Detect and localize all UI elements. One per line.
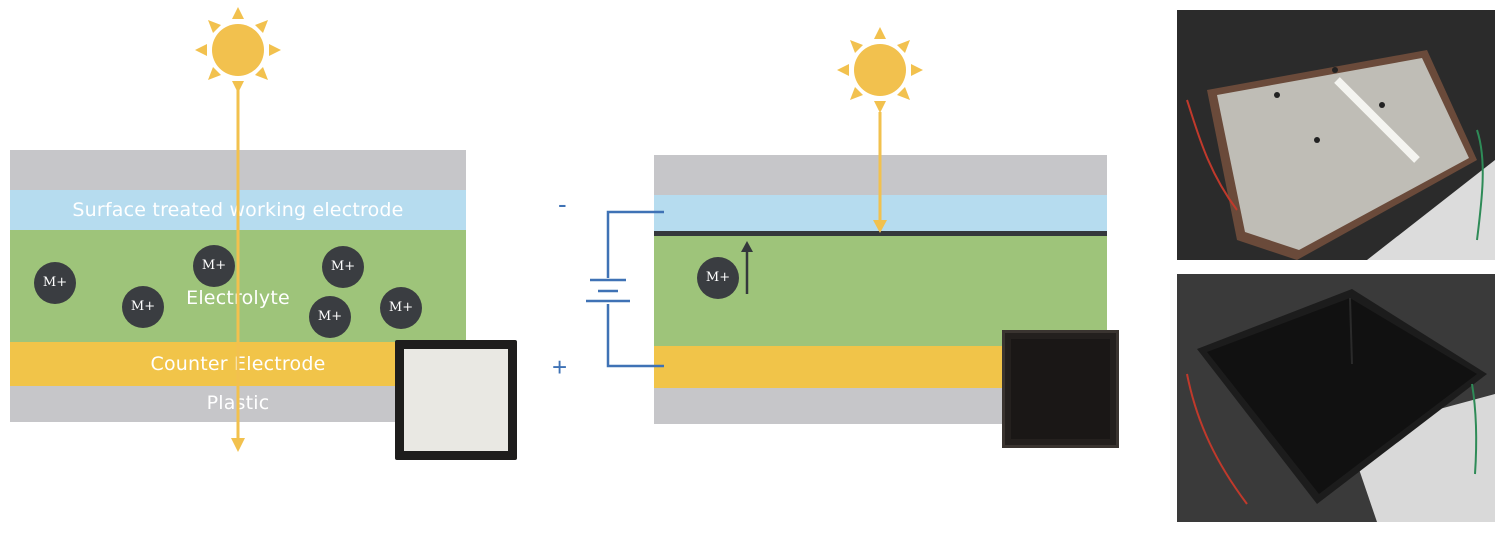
plus-sign: + (552, 352, 568, 382)
device-clear-photo (395, 340, 517, 460)
colored-film-layer (654, 231, 1107, 236)
ion-icon: M+ (697, 257, 739, 299)
device-photo-clear-large (1177, 10, 1495, 260)
ion-icon: M+ (309, 296, 351, 338)
ion-icon: M+ (193, 245, 235, 287)
ion-icon: M+ (380, 287, 422, 329)
middle-diagram: M+ - + (540, 0, 1160, 536)
ion-icon: M+ (322, 246, 364, 288)
ion-icon: M+ (122, 286, 164, 328)
left-diagram: Surface treated working electrode Electr… (0, 0, 540, 536)
light-ray-arrow (231, 90, 245, 452)
battery-symbol (586, 210, 664, 368)
device-photo-dark-large (1177, 274, 1495, 522)
ion-icon: M+ (34, 262, 76, 304)
light-ray-arrow (873, 112, 887, 233)
device-dark-photo (1002, 330, 1119, 448)
sun-icon (195, 7, 281, 93)
sun-icon (837, 27, 923, 113)
ion-migration-arrow (741, 241, 753, 294)
minus-sign: - (558, 189, 567, 219)
